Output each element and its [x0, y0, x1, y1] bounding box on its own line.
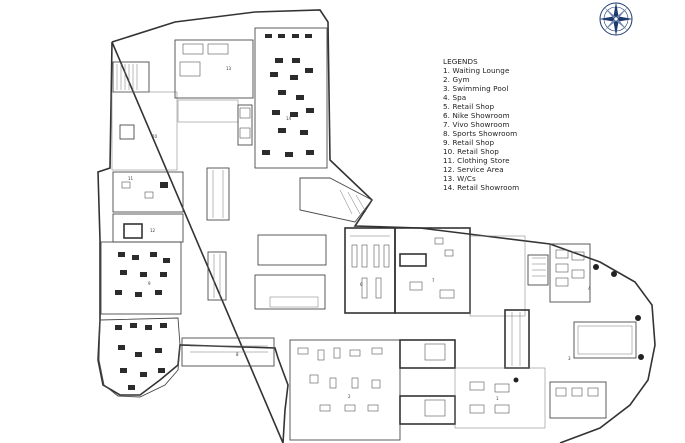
room-3-pool: 3 — [568, 321, 637, 361]
atrium-void — [257, 234, 327, 266]
legend-item: 6. Nike Showroom — [443, 111, 510, 120]
legend-item: 8. Sports Showroom — [443, 129, 518, 138]
building-outline — [97, 9, 656, 443]
legend-item: 1. Waiting Lounge — [443, 66, 510, 75]
stair-right — [527, 254, 549, 286]
legend: LEGENDS 1. Waiting Lounge 2. Gym 3. Swim… — [443, 57, 519, 192]
legend-item: 14. Retail Showroom — [443, 183, 520, 192]
legend-item: 12. Service Area — [443, 165, 504, 174]
west-wing — [98, 317, 181, 398]
svg-text:11: 11 — [128, 176, 134, 181]
svg-text:9: 9 — [148, 281, 151, 286]
svg-text:3: 3 — [568, 356, 571, 361]
palm-tree-icon — [513, 264, 644, 383]
svg-text:1: 1 — [496, 396, 499, 401]
room-6: 6 — [344, 227, 396, 314]
legend-item: 11. Clothing Store — [443, 156, 510, 165]
room-11: 11 — [112, 171, 184, 213]
room-label-10: 10 — [152, 134, 158, 139]
atrium-lower — [254, 274, 326, 310]
room-12: 12 — [112, 213, 184, 243]
wc-right — [549, 381, 607, 419]
room-5 — [469, 235, 530, 369]
room-2-gym: 2 — [289, 339, 401, 441]
room-10-furniture — [115, 323, 167, 390]
legend-item: 4. Spa — [443, 93, 467, 102]
escalator-lower — [207, 251, 227, 301]
compass-rose-icon — [599, 2, 633, 36]
corridor-top — [177, 99, 239, 123]
room-9: 9 — [100, 241, 182, 315]
svg-text:2: 2 — [348, 394, 351, 399]
zone-left-top — [111, 91, 178, 171]
wc-block — [237, 104, 253, 146]
legend-title: LEGENDS — [443, 57, 478, 66]
stair-diagonal — [299, 177, 373, 223]
legend-item: 3. Swimming Pool — [443, 84, 509, 93]
room-14: 14 — [254, 27, 328, 169]
locker-block-top — [399, 339, 456, 369]
legend-item: 5. Retail Shop — [443, 102, 495, 111]
legend-item: 9. Retail Shop — [443, 138, 495, 147]
room-8: 8 — [181, 337, 275, 367]
room-7: 7 — [394, 227, 471, 314]
svg-text:4: 4 — [588, 286, 591, 291]
svg-text:13: 13 — [226, 66, 232, 71]
room-13: 13 — [174, 39, 254, 99]
svg-text:12: 12 — [150, 228, 156, 233]
legend-item: 2. Gym — [443, 75, 470, 84]
escalator-center — [206, 167, 230, 221]
room-1-lounge: 1 — [454, 367, 546, 429]
svg-text:7: 7 — [432, 278, 435, 283]
legend-item: 10. Retail Shop — [443, 147, 499, 156]
legend-item: 13. W/Cs — [443, 174, 476, 183]
svg-text:6: 6 — [360, 282, 363, 287]
legend-item: 7. Vivo Showroom — [443, 120, 510, 129]
column-block — [119, 124, 135, 140]
svg-text:14: 14 — [286, 116, 292, 121]
svg-text:8: 8 — [236, 352, 239, 357]
room-4: 4 — [549, 243, 591, 303]
